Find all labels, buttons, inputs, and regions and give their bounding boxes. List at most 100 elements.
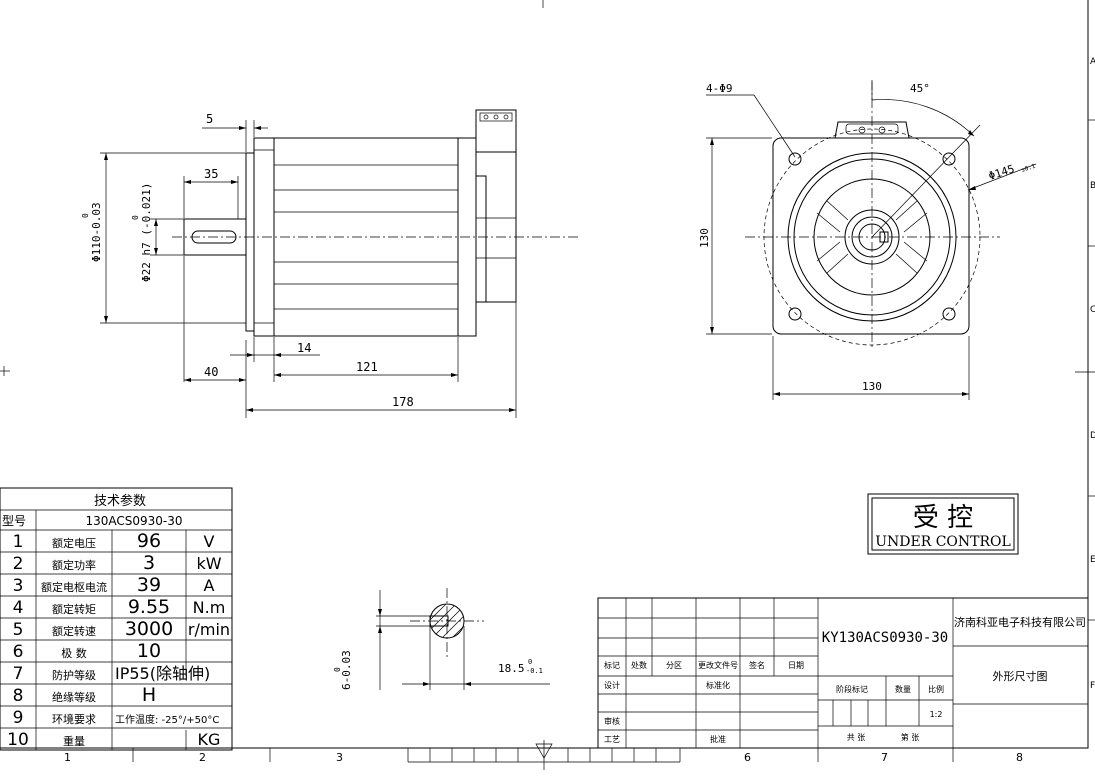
title-block-label: 数量 — [895, 684, 911, 694]
param-row-name: 额定电压 — [52, 536, 96, 550]
title-block-label: 更改文件号 — [698, 660, 738, 670]
title-block-label: 工艺 — [604, 735, 620, 744]
drawing-number: KY130ACS0930-30 — [822, 630, 948, 646]
param-row-value: 39 — [137, 574, 161, 596]
param-row-number: 10 — [7, 730, 29, 750]
param-row-number: 8 — [13, 686, 24, 706]
dim-key-depth-sub: -0.1 — [526, 667, 543, 675]
param-row-unit: kW — [196, 554, 221, 573]
dim-178: 178 — [392, 395, 414, 409]
params-model-value: 130ACS0930-30 — [85, 514, 182, 528]
param-row-unit: A — [204, 576, 215, 595]
dim-phi110: Φ110-0.03 — [90, 202, 103, 262]
param-row-unit: KG — [198, 730, 221, 749]
stamp-cn: 受 控 — [913, 503, 973, 533]
zone-label-bottom: 1 — [64, 751, 71, 764]
param-row-unit: V — [204, 532, 215, 551]
zone-label-bottom: 7 — [881, 751, 888, 764]
title-block-label: 签名 — [749, 660, 765, 670]
dim-phi145: Φ145 — [987, 162, 1016, 183]
motor-front-view — [745, 80, 1000, 350]
scale-value: 1:2 — [930, 710, 943, 719]
side-view-dimensions: 5 35 Φ110-0.03 0 Φ22 h7 (-0.021) 0 — [81, 112, 517, 418]
param-row-name: 绝缘等级 — [52, 690, 96, 704]
param-row-value: 10 — [137, 640, 161, 662]
params-model-label: 型号 — [2, 514, 26, 528]
param-row-number: 6 — [13, 642, 24, 662]
left-center-mark — [0, 366, 10, 376]
zone-label-right: B — [1090, 181, 1095, 191]
company-name: 济南科亚电子科技有限公司 — [954, 615, 1086, 629]
dim-phi110-sup: 0 — [81, 213, 90, 218]
zone-label-right: D — [1090, 431, 1095, 441]
param-row-number: 4 — [13, 598, 24, 618]
dim-holes: 4-Φ9 — [706, 82, 733, 95]
dim-130-vertical: 130 — [698, 228, 711, 248]
zone-label-right: E — [1090, 555, 1095, 565]
title-block-label: 第 张 — [901, 732, 920, 742]
title-block-label: 日期 — [788, 661, 804, 670]
dim-key-depth-sup: 0 — [528, 658, 532, 666]
dim-phi22: Φ22 h7 (-0.021) — [140, 183, 153, 282]
param-row-name: 极 数 — [61, 646, 87, 660]
dim-key-width: 6-0.03 — [340, 650, 353, 690]
title-block-label: 阶段标记 — [836, 684, 868, 694]
drawing-name: 外形尺寸图 — [993, 669, 1048, 683]
title-block-label: 标记 — [604, 660, 620, 670]
param-row-name: 防护等级 — [52, 668, 96, 682]
zone-label-bottom: 8 — [1016, 751, 1023, 764]
param-row-value: 工作温度: -25°/+50°C — [115, 713, 219, 726]
dim-phi22-sup: 0 — [131, 215, 140, 220]
zone-labels: 1 2 3 6 7 8 A B C D E F — [64, 57, 1095, 764]
title-block: KY130ACS0930-30 济南科亚电子科技有限公司 外形尺寸图 标记 处数… — [597, 597, 1089, 749]
dim-key-width-sup: 0 — [333, 667, 342, 672]
param-row-unit: r/min — [188, 620, 230, 639]
param-row-value: 3 — [143, 552, 155, 574]
param-row-unit: N.m — [193, 598, 226, 617]
param-row-number: 1 — [13, 532, 24, 552]
stamp-en: UNDER CONTROL — [875, 534, 1011, 550]
dim-14: 14 — [297, 341, 311, 355]
param-row-value: IP55(除轴伸) — [115, 664, 210, 683]
zone-label-bottom: 2 — [199, 751, 206, 764]
param-row-name: 重量 — [63, 734, 85, 748]
param-row-name: 环境要求 — [52, 712, 96, 726]
param-row-name: 额定转速 — [52, 624, 96, 638]
param-row-value: 9.55 — [128, 596, 170, 618]
dim-130-horizontal: 130 — [862, 380, 882, 393]
motor-side-view — [172, 109, 578, 337]
param-row-value: 3000 — [125, 618, 173, 640]
param-row-name: 额定功率 — [52, 558, 96, 572]
dim-phi145-tol: ±0.1 — [1020, 163, 1036, 174]
dim-35: 35 — [204, 167, 218, 181]
params-title: 技术参数 — [94, 493, 146, 509]
zone-label-right: C — [1090, 305, 1095, 315]
dim-key-depth: 18.5 — [498, 662, 525, 675]
zone-label-right: A — [1090, 57, 1095, 67]
dim-angle: 45° — [910, 82, 930, 95]
title-block-label: 共 张 — [847, 733, 866, 742]
dim-5: 5 — [206, 112, 213, 126]
param-row-number: 9 — [13, 708, 24, 728]
title-block-label: 处数 — [631, 660, 647, 670]
under-control-stamp: 受 控 UNDER CONTROL — [867, 493, 1019, 555]
front-view-dimensions: 4-Φ9 45° Φ145 ±0.1 130 130 — [698, 82, 1037, 400]
dim-40: 40 — [204, 365, 218, 379]
shaft-section-view: 6-0.03 0 18.5 0 -0.1 — [333, 588, 550, 690]
param-row-name: 额定电枢电流 — [41, 580, 107, 594]
title-block-label: 比例 — [928, 684, 944, 694]
param-row-number: 7 — [13, 664, 24, 684]
param-row-value: H — [142, 684, 156, 706]
title-block-label: 审核 — [604, 716, 620, 726]
title-block-label: 设计 — [604, 680, 620, 690]
title-block-label: 标准化 — [706, 680, 730, 690]
title-block-label: 分区 — [666, 661, 682, 670]
param-row-value: 96 — [137, 530, 161, 552]
bottom-scale-bar — [408, 740, 680, 770]
zone-label-bottom: 6 — [744, 751, 751, 764]
param-row-name: 额定转矩 — [52, 602, 96, 616]
title-block-label: 批准 — [710, 734, 726, 744]
